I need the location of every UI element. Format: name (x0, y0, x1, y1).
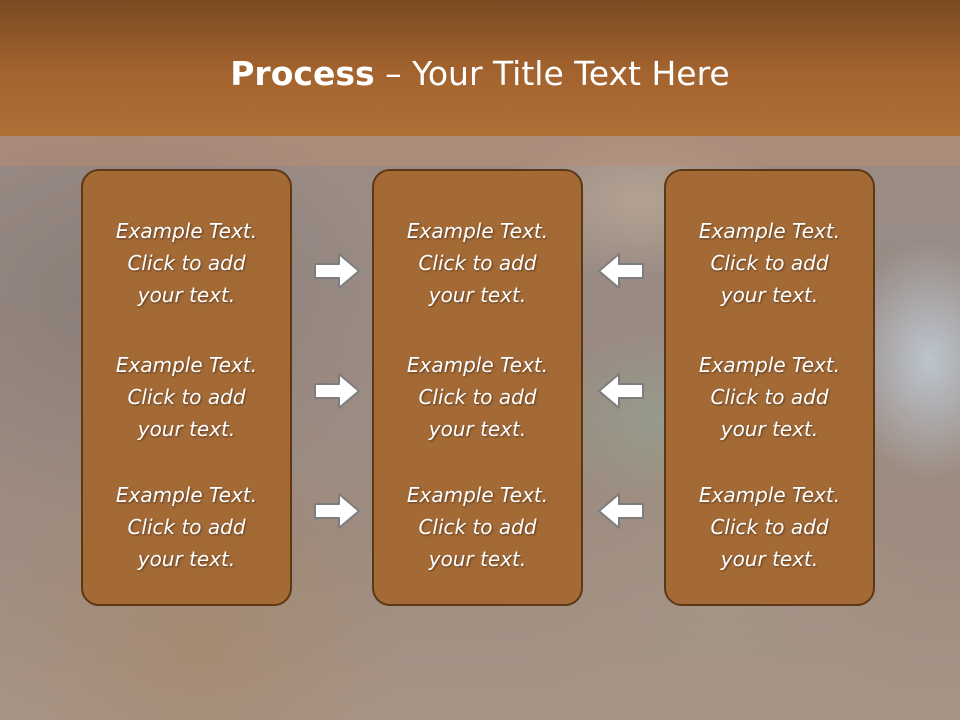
text-line: your text. (137, 283, 236, 307)
arrow-left-icon (598, 493, 644, 529)
text-block[interactable]: Example Text. Click to add your text. (666, 479, 873, 575)
arrow-right-icon (314, 373, 360, 409)
text-line: your text. (428, 417, 527, 441)
title-bar (0, 0, 960, 136)
text-line: Example Text. (406, 353, 549, 377)
text-line: your text. (720, 283, 819, 307)
text-line: Click to add (418, 515, 537, 539)
text-block[interactable]: Example Text. Click to add your text. (666, 349, 873, 445)
arrow-right-icon (314, 253, 360, 289)
text-line: Click to add (127, 515, 246, 539)
title-bold: Process (230, 54, 375, 93)
text-block[interactable]: Example Text. Click to add your text. (666, 215, 873, 311)
slide-title[interactable]: Process – Your Title Text Here (0, 52, 960, 96)
text-line: your text. (428, 547, 527, 571)
text-block[interactable]: Example Text. Click to add your text. (83, 215, 290, 311)
text-line: your text. (137, 547, 236, 571)
text-line: Click to add (418, 251, 537, 275)
text-line: Example Text. (698, 483, 841, 507)
text-line: Example Text. (115, 353, 258, 377)
text-block[interactable]: Example Text. Click to add your text. (83, 349, 290, 445)
text-line: Example Text. (406, 483, 549, 507)
text-line: your text. (428, 283, 527, 307)
text-line: Click to add (418, 385, 537, 409)
text-line: Click to add (710, 251, 829, 275)
text-line: Click to add (127, 251, 246, 275)
arrow-right-icon (314, 493, 360, 529)
text-line: your text. (720, 417, 819, 441)
arrow-left-icon (598, 373, 644, 409)
text-block[interactable]: Example Text. Click to add your text. (83, 479, 290, 575)
arrow-left-icon (598, 253, 644, 289)
process-box-right[interactable]: Example Text. Click to add your text. Ex… (664, 169, 875, 606)
text-line: Click to add (710, 385, 829, 409)
text-block[interactable]: Example Text. Click to add your text. (374, 479, 581, 575)
text-line: Example Text. (406, 219, 549, 243)
text-line: Click to add (710, 515, 829, 539)
title-separator: – (374, 54, 413, 93)
text-line: your text. (720, 547, 819, 571)
title-text: Your Title Text Here (412, 54, 730, 93)
text-line: Example Text. (698, 353, 841, 377)
text-line: Example Text. (115, 219, 258, 243)
process-box-center[interactable]: Example Text. Click to add your text. Ex… (372, 169, 583, 606)
text-line: your text. (137, 417, 236, 441)
text-block[interactable]: Example Text. Click to add your text. (374, 349, 581, 445)
title-band (0, 136, 960, 166)
text-line: Click to add (127, 385, 246, 409)
text-line: Example Text. (115, 483, 258, 507)
text-block[interactable]: Example Text. Click to add your text. (374, 215, 581, 311)
process-box-left[interactable]: Example Text. Click to add your text. Ex… (81, 169, 292, 606)
text-line: Example Text. (698, 219, 841, 243)
